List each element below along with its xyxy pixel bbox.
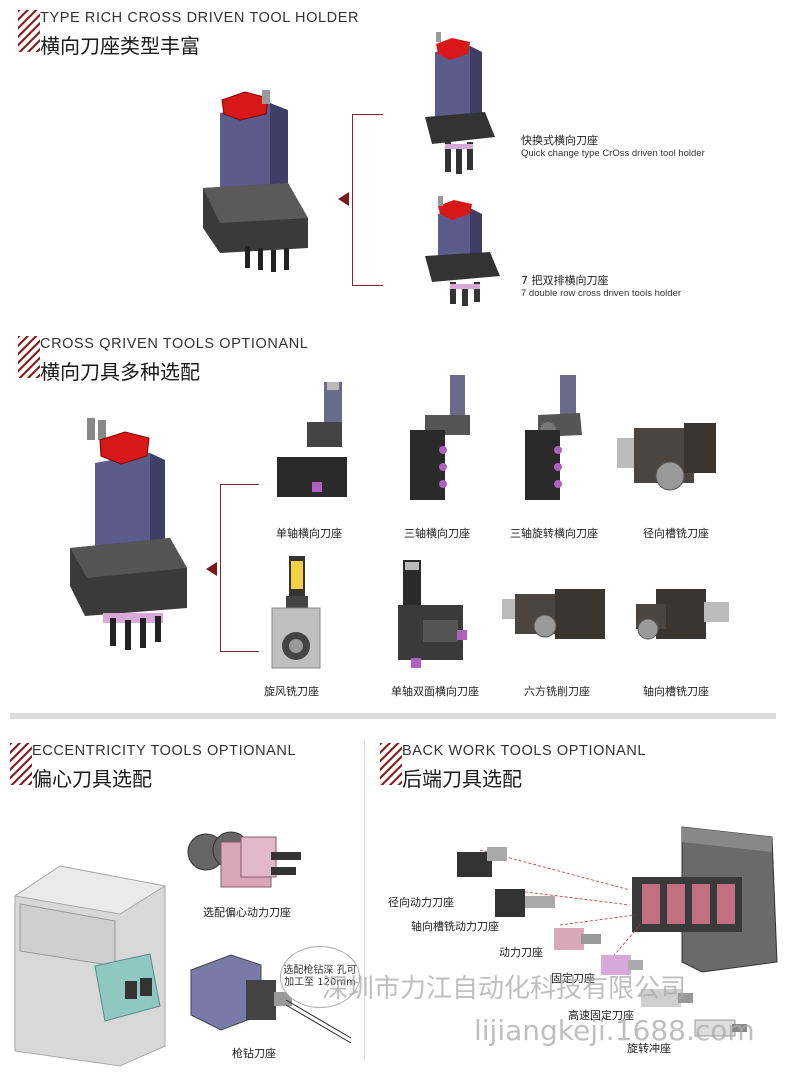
radial-power-holder-image	[457, 847, 507, 877]
quick-change-holder-image	[425, 32, 495, 174]
bracket-line	[352, 114, 383, 286]
s1-item-label-en: 7 double row cross driven tools holder	[521, 288, 682, 299]
tool-label: 固定刀座	[551, 972, 595, 985]
eccentric-power-holder-image	[187, 831, 301, 888]
tool-label: 轴向槽铣动力刀座	[411, 920, 499, 933]
back-work-base-image	[632, 826, 778, 973]
axial-slot-milling-holder-image	[636, 589, 729, 640]
fixed-holder-image	[601, 955, 643, 975]
double-row-holder-image	[425, 196, 500, 306]
pointer-arrow	[206, 562, 217, 576]
machine-housing-image	[13, 865, 167, 1067]
section-title-cn: 横向刀座类型丰富	[40, 34, 200, 58]
tool-label: 三轴横向刀座	[404, 527, 470, 540]
s1-item-label-cn: 7 把双排横向刀座	[521, 274, 609, 287]
tool-label: 旋转冲座	[627, 1042, 671, 1055]
high-speed-fixed-holder-image	[641, 989, 693, 1007]
gun-drill-holder-image	[190, 954, 352, 1044]
hexagon-milling-holder-image	[502, 589, 605, 639]
section-title-cn: 后端刀具选配	[402, 767, 522, 791]
rotary-punch-holder-image	[694, 1019, 747, 1037]
three-axis-cross-holder-image	[410, 375, 470, 500]
watermark-company-name: 深圳市力江自动化科技有限公司	[322, 974, 687, 1004]
tool-label: 高速固定刀座	[568, 1009, 634, 1022]
gun-drill-callout-bubble: 选配枪钻深 孔可加工至 120mm	[280, 946, 360, 1008]
section-title-cn: 偏心刀具选配	[32, 767, 152, 791]
cross-driven-tool-holder-image	[203, 90, 308, 272]
tool-label: 径向槽铣刀座	[643, 527, 709, 540]
tool-label: 旋风铣刀座	[264, 685, 319, 698]
hatch-decoration	[380, 743, 402, 785]
power-holder-image	[554, 928, 601, 950]
tool-label: 枪钻刀座	[232, 1047, 276, 1060]
tool-label: 三轴旋转横向刀座	[510, 527, 598, 540]
hatch-decoration	[18, 10, 40, 52]
single-axis-cross-holder-image	[277, 382, 347, 497]
tool-label: 单轴双面横向刀座	[391, 685, 479, 698]
section-title-cn: 横向刀具多种选配	[40, 360, 200, 384]
tool-label: 六方铣削刀座	[524, 685, 590, 698]
tool-label: 动力刀座	[499, 946, 543, 959]
hatch-decoration	[18, 336, 40, 378]
single-axis-double-face-holder-image	[398, 560, 467, 668]
seven-tool-holder-image	[70, 418, 187, 650]
whirlwind-milling-holder-image	[271, 556, 321, 669]
watermark-url: lijiangkeji.1688.com	[474, 1014, 755, 1047]
section-title-en: CROSS QRIVEN TOOLS OPTIONANL	[40, 336, 309, 352]
pointer-arrow	[338, 192, 349, 206]
tool-label: 轴向槽铣刀座	[643, 685, 709, 698]
section-title-en: ECCENTRICITY TOOLS OPTIONANL	[32, 743, 297, 759]
section-title-en: TYPE RICH CROSS DRIVEN TOOL HOLDER	[40, 10, 360, 26]
tool-label: 径向动力刀座	[388, 896, 454, 909]
s1-item-label-cn: 快换式横向刀座	[521, 134, 598, 147]
s1-item-label-en: Quick change type CrOss driven tool hold…	[521, 148, 705, 159]
section-title-en: BACK WORK TOOLS OPTIONANL	[402, 743, 647, 759]
vertical-divider	[364, 740, 365, 1060]
three-axis-rotary-holder-image	[525, 375, 582, 500]
radial-slot-milling-holder-image	[617, 423, 716, 491]
tool-label: 单轴横向刀座	[276, 527, 342, 540]
bracket-line	[220, 484, 259, 652]
tool-label: 选配偏心动力刀座	[203, 906, 291, 919]
axial-slot-power-holder-image	[495, 889, 555, 917]
section-divider	[10, 713, 776, 719]
hatch-decoration	[10, 743, 32, 785]
